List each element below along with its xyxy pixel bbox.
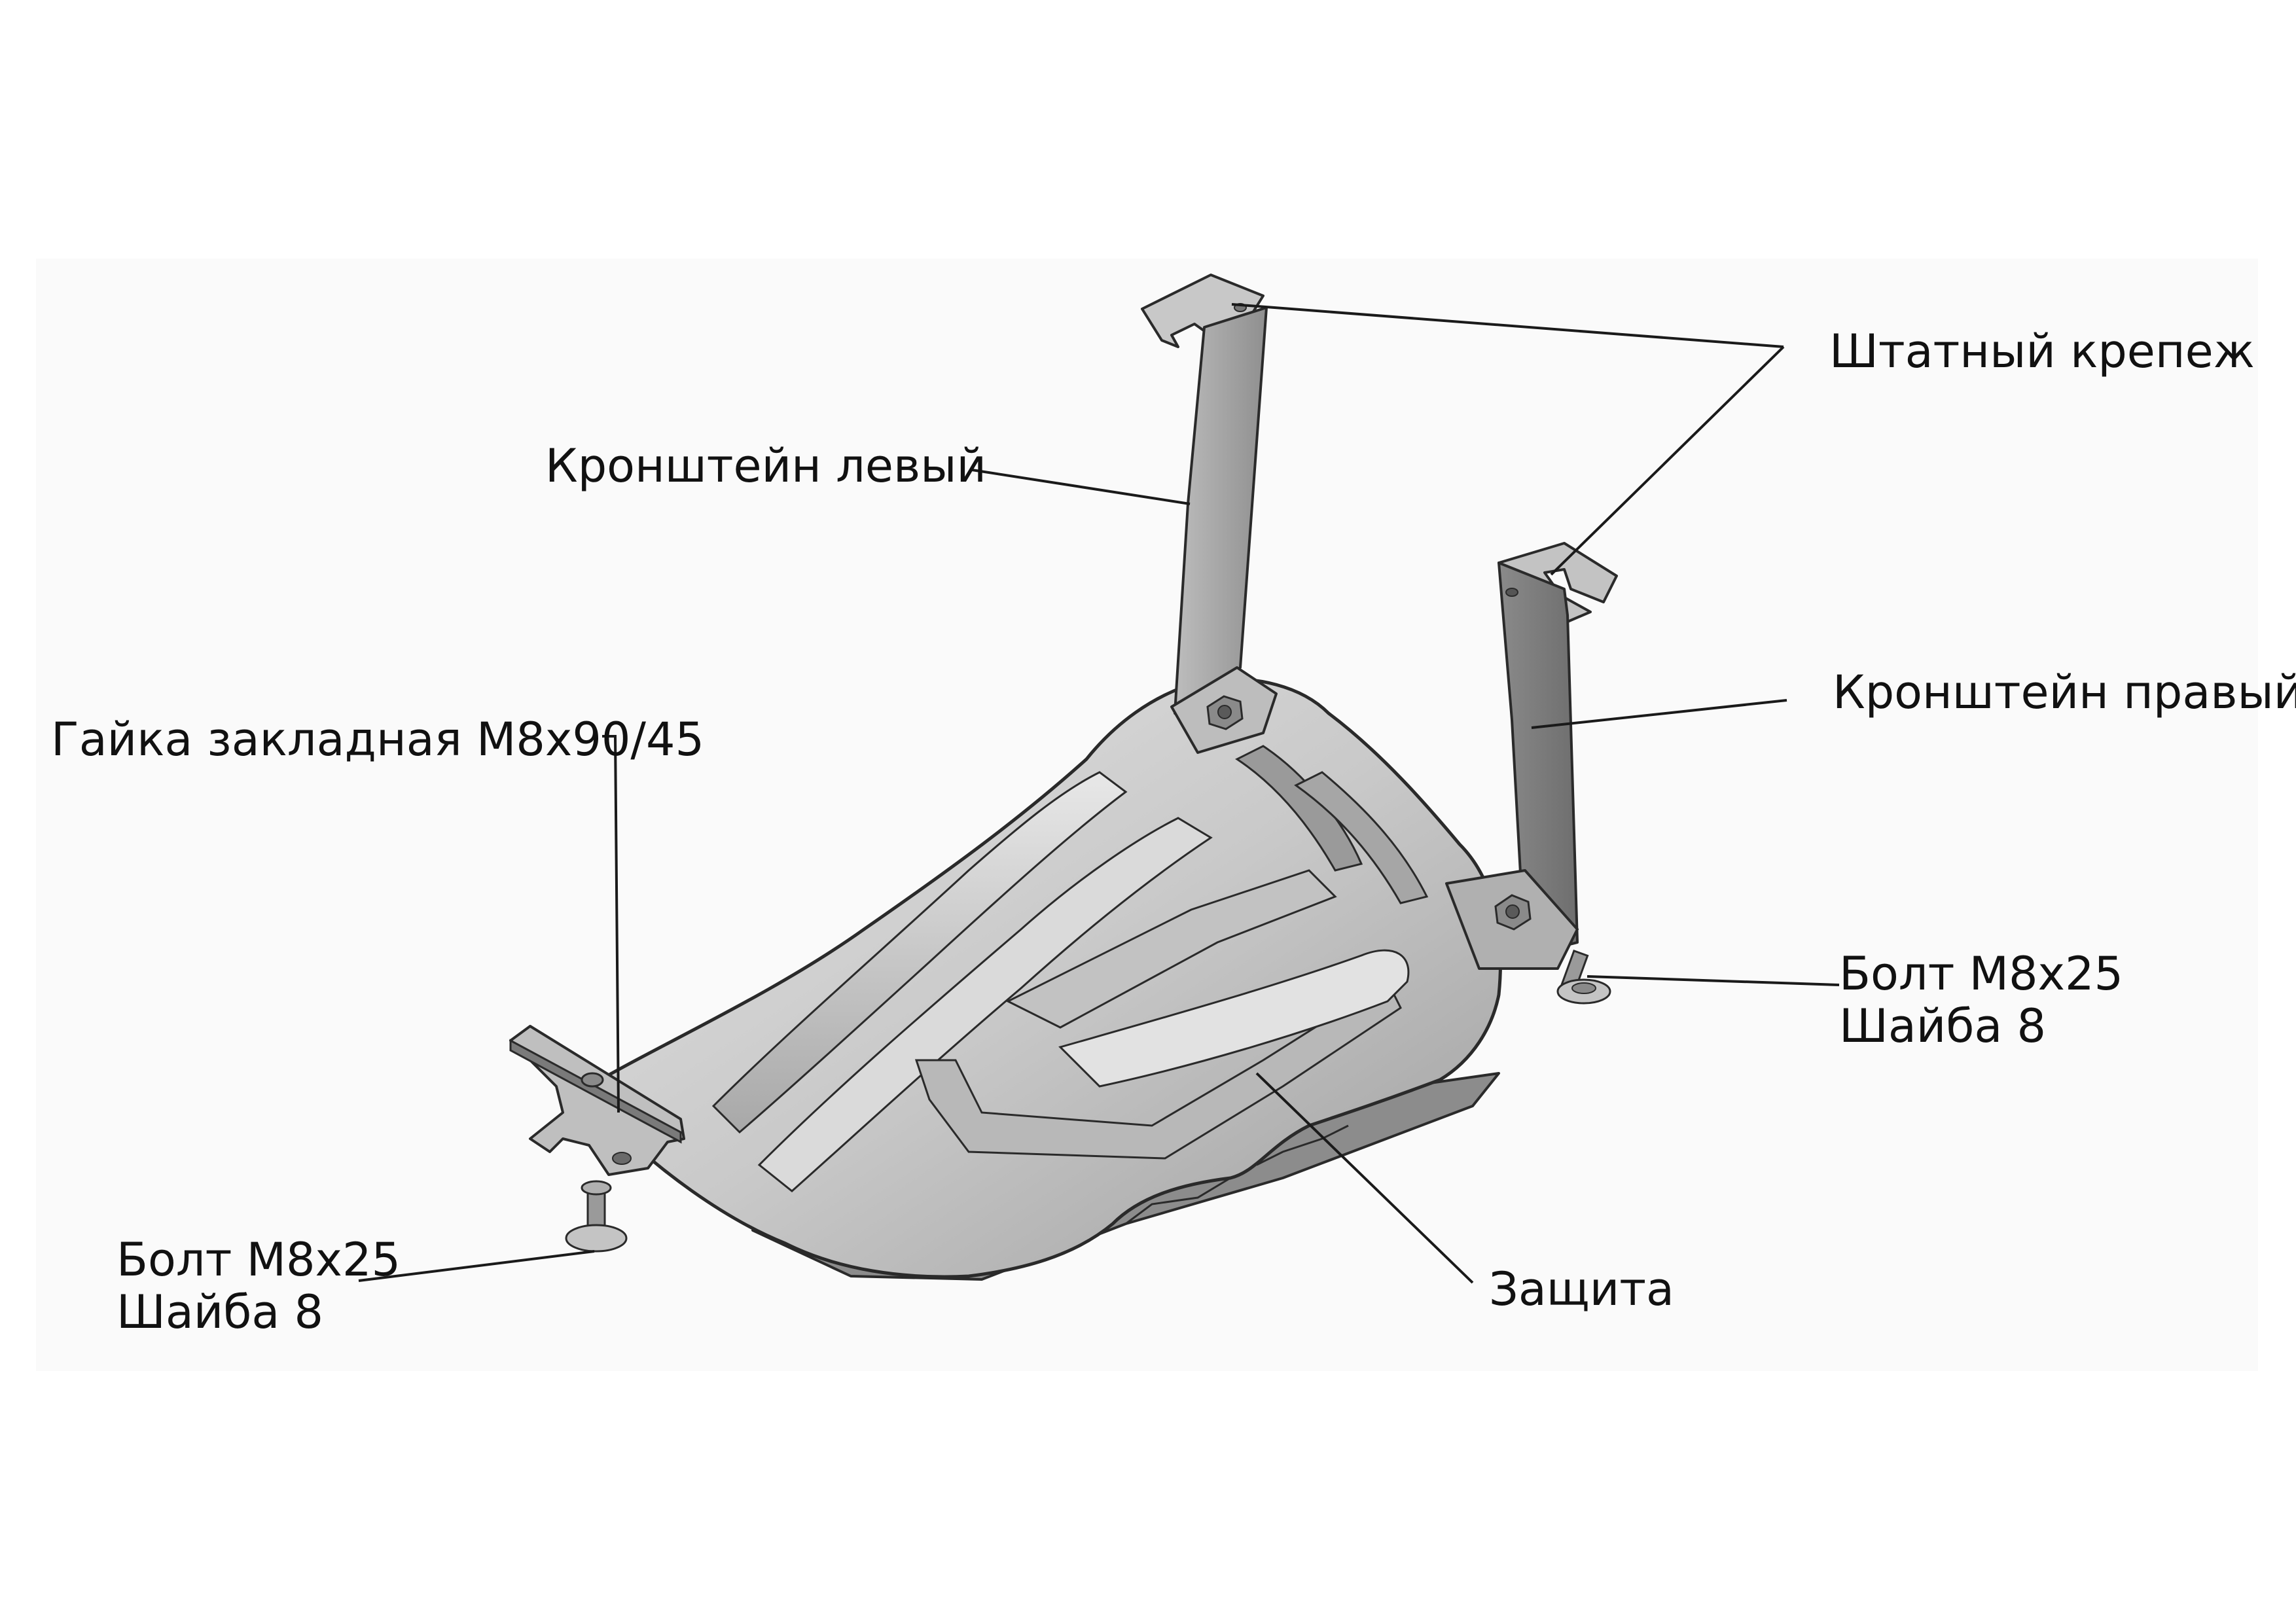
label-insert-nut: Гайка закладная М8х90/45 (51, 713, 705, 766)
leader-bolt-left (358, 1250, 595, 1282)
label-guard: Защита (1489, 1262, 1674, 1316)
label-bolt-left-line1: Болт М8х25 (117, 1233, 401, 1287)
leader-insert-nut (602, 735, 620, 1113)
bolt-washer-right (1556, 949, 1611, 1005)
label-bracket-left: Кронштейн левый (545, 439, 986, 493)
guard-plate (587, 677, 1502, 1281)
nut-left-bracket (1206, 695, 1244, 730)
insert-nut-plate (509, 1025, 685, 1176)
label-bolt-right-line2: Шайба 8 (1839, 999, 2047, 1053)
bolt-washer-left (565, 1180, 628, 1253)
label-bolt-right-line1: Болт М8х25 (1839, 947, 2124, 1001)
nut-right-bracket (1494, 894, 1532, 931)
label-bracket-right: Кронштейн правый (1833, 666, 2296, 719)
leader-factory-mount-left (1231, 303, 1784, 348)
label-bolt-right: Болт М8х25 Шайба 8 (1839, 948, 2123, 1052)
leader-guard (1255, 1072, 1474, 1284)
label-bolt-left-line2: Шайба 8 (117, 1285, 324, 1339)
leader-bolt-right (1587, 975, 1840, 986)
leader-bracket-left (971, 469, 1191, 505)
leader-factory-mount-right (1550, 346, 1785, 576)
leader-bracket-right (1531, 699, 1787, 729)
bracket-left (1141, 274, 1278, 754)
label-bolt-left: Болт М8х25 Шайба 8 (117, 1234, 401, 1338)
label-factory-mount: Штатный крепеж (1829, 325, 2255, 378)
bracket-right (1445, 542, 1618, 970)
leader-lines (358, 303, 1840, 1284)
